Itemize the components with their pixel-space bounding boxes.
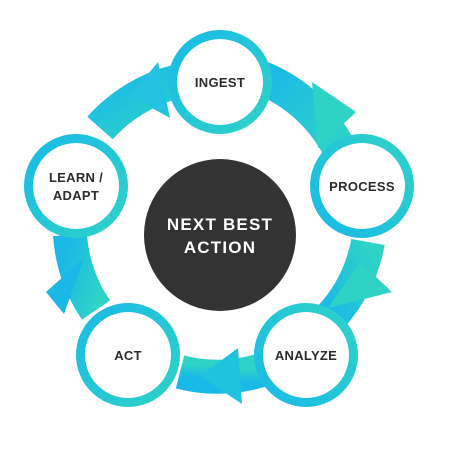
node-act-label: ACT xyxy=(114,348,142,363)
arrowhead-to-process xyxy=(312,82,356,148)
arrowhead-to-ingest xyxy=(130,62,170,118)
node-learn-label-line1: LEARN / xyxy=(49,170,103,185)
node-process-label: PROCESS xyxy=(329,179,395,194)
node-learn-label-line2: ADAPT xyxy=(53,188,99,203)
arrowhead-to-analyze xyxy=(328,262,392,308)
node-analyze: ANALYZE xyxy=(254,303,358,407)
node-analyze-label: ANALYZE xyxy=(275,348,337,363)
node-ingest-label: INGEST xyxy=(195,75,245,90)
arrowhead-to-act xyxy=(200,348,242,404)
center-label-line2: ACTION xyxy=(184,238,256,257)
node-act: ACT xyxy=(76,303,180,407)
arrow-ingest-to-process xyxy=(255,62,356,159)
arrow-learn-to-ingest xyxy=(87,65,180,140)
node-ingest: INGEST xyxy=(168,30,272,134)
node-learn-adapt: LEARN / ADAPT xyxy=(24,134,128,238)
center-label-line1: NEXT BEST xyxy=(167,215,273,234)
arrow-heads xyxy=(46,62,392,404)
arrowhead-to-learn xyxy=(46,258,84,314)
center-node: NEXT BEST ACTION xyxy=(144,159,296,311)
node-process: PROCESS xyxy=(310,134,414,238)
